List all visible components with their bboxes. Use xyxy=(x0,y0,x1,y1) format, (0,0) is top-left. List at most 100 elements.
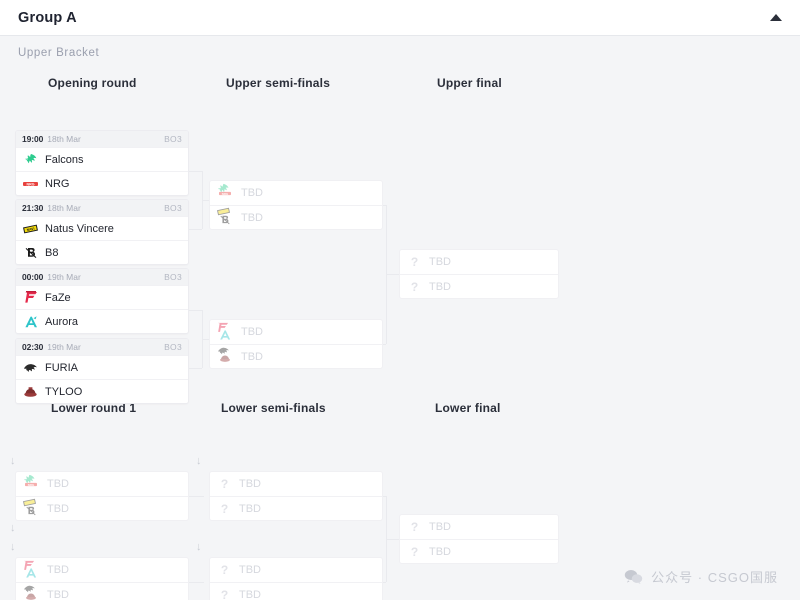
team-row[interactable]: TBD xyxy=(16,558,188,582)
falcons-nrg-stack: NRG xyxy=(217,183,234,201)
match-card[interactable]: TBD TBD xyxy=(16,558,188,600)
navi-b8-stack xyxy=(23,498,40,516)
page-title: Group A xyxy=(18,9,77,26)
team-name: TBD xyxy=(47,478,69,490)
team-name: TBD xyxy=(239,478,261,490)
nrg-logo: NRG xyxy=(23,176,38,191)
connector xyxy=(386,539,400,540)
team-name: NRG xyxy=(45,177,70,190)
match-card[interactable]: TBD TBD xyxy=(210,320,382,368)
match-card[interactable]: 00:00 19th Mar BO3 FaZe Aurora xyxy=(16,269,188,333)
team-row[interactable]: TBD xyxy=(16,496,188,520)
connector xyxy=(188,229,202,230)
connector xyxy=(188,171,202,172)
wechat-icon xyxy=(624,569,643,584)
falcons-logo xyxy=(23,152,38,167)
svg-text:NRG: NRG xyxy=(222,191,229,195)
match-card[interactable]: ? TBD ? TBD xyxy=(210,472,382,520)
connector xyxy=(386,274,400,275)
connector xyxy=(202,200,210,201)
team-row[interactable]: TYLOO xyxy=(16,379,188,403)
question-icon: ? xyxy=(220,563,229,577)
navi-b8-stack xyxy=(217,207,234,225)
group-header: Group A xyxy=(0,0,800,36)
team-row[interactable]: B8 xyxy=(16,240,188,264)
team-row[interactable]: FaZe xyxy=(16,285,188,309)
match-card[interactable]: 19:00 18th Mar BO3 Falcons NRG NRG xyxy=(16,131,188,195)
connector xyxy=(188,310,202,311)
team-row[interactable]: NRG NRG xyxy=(16,171,188,195)
match-format: BO3 xyxy=(164,272,182,282)
team-name: TBD xyxy=(241,187,263,199)
match-date: 18th Mar xyxy=(47,134,81,144)
team-row[interactable]: ? TBD xyxy=(210,496,382,520)
match-time: 21:30 xyxy=(22,203,44,213)
b8-logo xyxy=(23,245,38,260)
team-row[interactable]: Aurora xyxy=(16,309,188,333)
question-icon: ? xyxy=(410,544,419,559)
question-icon: ? xyxy=(220,477,229,491)
match-card[interactable]: ? TBD ? TBD xyxy=(400,515,558,563)
team-row[interactable]: ? TBD xyxy=(400,539,558,563)
team-name: TBD xyxy=(239,588,261,600)
team-name: TBD xyxy=(239,564,261,576)
watermark-text: 公众号 · CSGO国服 xyxy=(651,570,778,585)
team-row[interactable]: ? TBD xyxy=(210,582,382,600)
match-header: 02:30 19th Mar BO3 xyxy=(16,339,188,355)
team-row[interactable]: NRG TBD xyxy=(16,472,188,496)
round-title-lower-round1: Lower round 1 xyxy=(51,401,137,415)
round-title-lower-semis: Lower semi-finals xyxy=(221,401,326,415)
team-row[interactable]: ? TBD xyxy=(400,515,558,539)
falcons-nrg-stack: NRG xyxy=(23,474,40,492)
furia-tyloo-stack xyxy=(23,585,40,600)
team-row[interactable]: FURIA xyxy=(16,355,188,379)
team-name: TBD xyxy=(47,588,69,600)
match-card[interactable]: 21:30 18th Mar BO3 NAVI Natus Vincere B8 xyxy=(16,200,188,264)
team-row[interactable]: ? TBD xyxy=(400,250,558,274)
team-row[interactable]: TBD xyxy=(210,344,382,368)
chevron-up-icon[interactable] xyxy=(770,14,782,21)
faze-aurora-stack xyxy=(23,560,40,578)
team-name: Natus Vincere xyxy=(45,222,114,235)
arrow-down-icon: ↓ xyxy=(10,455,16,467)
team-name: TBD xyxy=(429,280,451,293)
match-time: 19:00 xyxy=(22,134,44,144)
question-icon: ? xyxy=(220,587,229,600)
team-row[interactable]: Falcons xyxy=(16,147,188,171)
team-row[interactable]: NRG TBD xyxy=(210,181,382,205)
team-row[interactable]: TBD xyxy=(16,582,188,600)
upper-bracket-label: Upper Bracket xyxy=(18,47,100,59)
team-name: B8 xyxy=(45,246,59,259)
match-format: BO3 xyxy=(164,203,182,213)
svg-text:NRG: NRG xyxy=(28,482,35,486)
faze-logo xyxy=(23,290,38,305)
svg-text:NAVI: NAVI xyxy=(26,226,35,232)
furia-tyloo-stack xyxy=(217,347,234,364)
team-row[interactable]: NAVI Natus Vincere xyxy=(16,216,188,240)
team-name: TBD xyxy=(241,326,263,338)
team-name: TBD xyxy=(429,256,451,268)
arrow-down-icon: ↓ xyxy=(10,541,16,553)
team-name: TBD xyxy=(241,350,263,363)
match-card[interactable]: ? TBD ? TBD xyxy=(210,558,382,600)
team-name: Falcons xyxy=(45,153,84,166)
match-format: BO3 xyxy=(164,342,182,352)
match-card[interactable]: NRG TBD TBD xyxy=(210,181,382,229)
team-name: TBD xyxy=(241,211,263,224)
team-name: Aurora xyxy=(45,315,79,328)
team-row[interactable]: ? TBD xyxy=(210,472,382,496)
team-name: TBD xyxy=(429,545,451,558)
match-card[interactable]: ? TBD ? TBD xyxy=(400,250,558,298)
match-card[interactable]: 02:30 19th Mar BO3 FURIA TYLOO xyxy=(16,339,188,403)
watermark: 公众号 · CSGO国服 xyxy=(624,567,778,586)
team-row[interactable]: TBD xyxy=(210,205,382,229)
match-date: 18th Mar xyxy=(47,203,81,213)
team-row[interactable]: ? TBD xyxy=(400,274,558,298)
match-time: 02:30 xyxy=(22,342,44,352)
team-name: FURIA xyxy=(45,361,78,374)
match-date: 19th Mar xyxy=(47,272,81,282)
team-row[interactable]: TBD xyxy=(210,320,382,344)
aurora-logo xyxy=(23,314,38,329)
team-row[interactable]: ? TBD xyxy=(210,558,382,582)
match-card[interactable]: NRG TBD TBD xyxy=(16,472,188,520)
